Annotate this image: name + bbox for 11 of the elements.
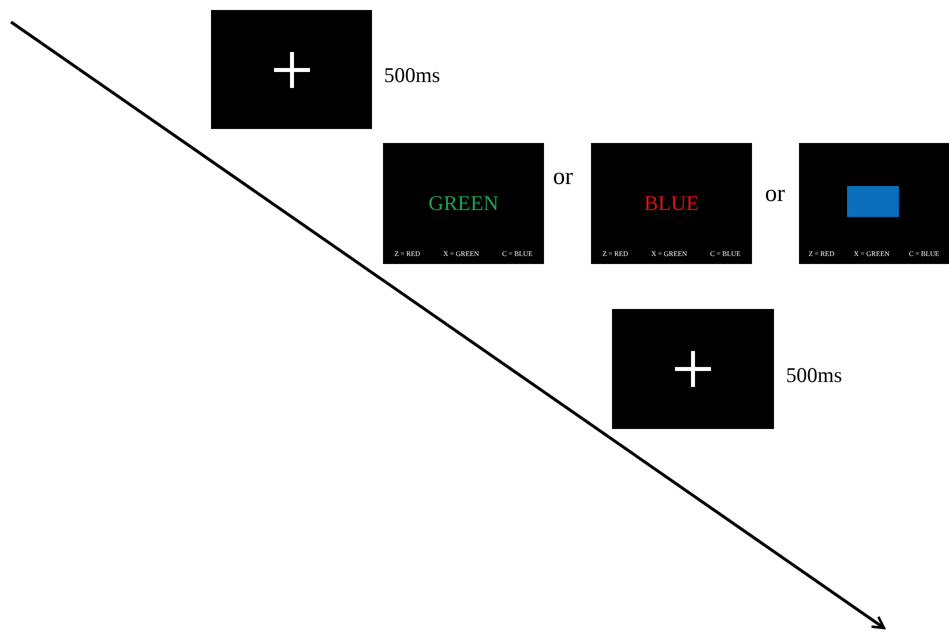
color-word: GREEN: [428, 191, 498, 216]
connector-word: or: [553, 163, 573, 191]
stimulus-screen: [591, 143, 752, 264]
duration-text: 500ms: [384, 63, 440, 87]
duration-text: 500ms: [786, 363, 842, 387]
stimulus-screen: [612, 309, 774, 429]
stimulus-screen: [211, 10, 372, 129]
color-word: BLUE: [644, 191, 699, 216]
stimulus-screen: [383, 143, 544, 264]
stimulus-screen: [799, 143, 949, 264]
connector-word: or: [765, 180, 785, 208]
